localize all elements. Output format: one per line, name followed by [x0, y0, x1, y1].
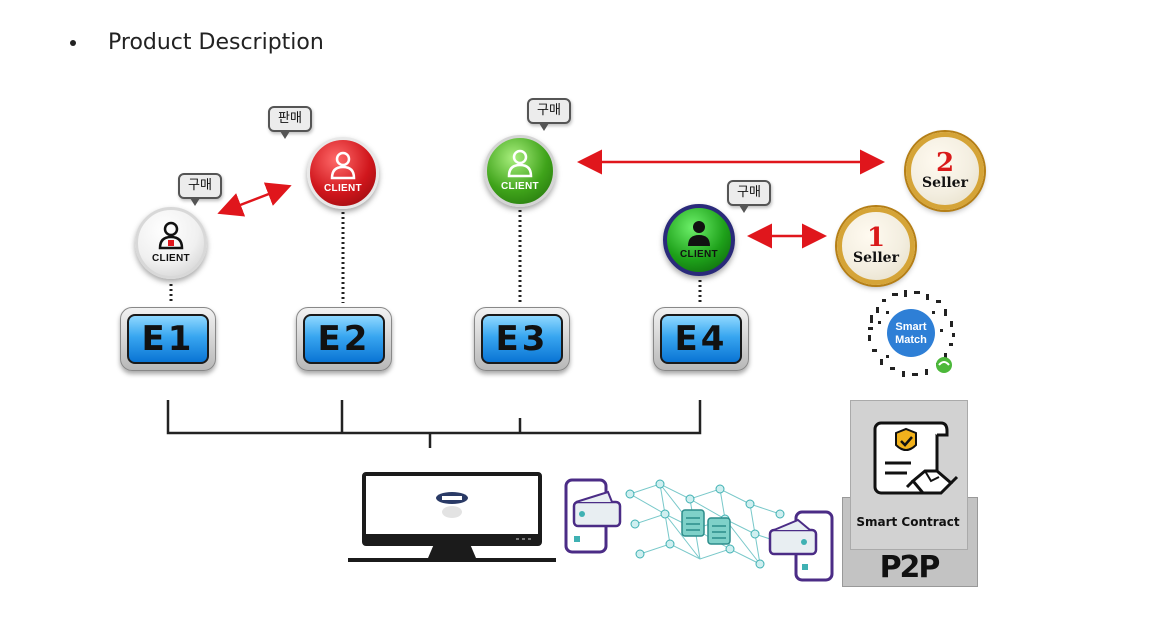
- bubble-client-b: 판매: [268, 106, 312, 139]
- contract-document-icon: [873, 421, 959, 495]
- smart-contract-label: Smart Contract: [856, 515, 960, 529]
- bubble-client-d: 구매: [727, 180, 771, 213]
- person-icon: [330, 151, 356, 180]
- exchange-e3-label: E3: [481, 314, 563, 364]
- exchange-e1-label: E1: [127, 314, 209, 364]
- smart-contract-card: [850, 400, 968, 550]
- page-title: Product Description: [108, 30, 324, 55]
- person-icon: [158, 221, 184, 250]
- exchange-e4: E4: [653, 307, 749, 371]
- client-a-label: CLIENT: [152, 253, 190, 264]
- exchange-e2-label: E2: [303, 314, 385, 364]
- page-heading: Product Description: [70, 30, 324, 55]
- person-icon: [507, 149, 533, 178]
- arrow-a-b: [217, 182, 292, 217]
- smart-match-line1: Smart: [895, 321, 927, 333]
- wallet-phone-right: [768, 510, 834, 582]
- seller-2-badge: 2 Seller: [906, 132, 984, 210]
- client-a-node: CLIENT: [135, 207, 207, 279]
- bubble-client-a: 구매: [178, 173, 222, 206]
- exchange-e2: E2: [296, 307, 392, 371]
- seller-2-text: Seller: [922, 175, 968, 191]
- client-c-node: CLIENT: [484, 135, 556, 207]
- p2p-label: P2P: [879, 550, 941, 585]
- exchange-e3: E3: [474, 307, 570, 371]
- client-b-node: CLIENT: [307, 137, 379, 209]
- smart-match-line2: Match: [895, 334, 927, 346]
- seller-1-number: 1: [866, 223, 886, 253]
- bracket-connector: [166, 400, 702, 448]
- wallet-phone-left: [564, 478, 622, 554]
- monitor-icon: [348, 472, 556, 562]
- bullet-icon: [70, 39, 76, 46]
- person-icon: [688, 221, 710, 246]
- client-c-label: CLIENT: [501, 181, 539, 192]
- seller-2-number: 2: [935, 148, 955, 178]
- client-d-label: CLIENT: [680, 249, 718, 260]
- seller-1-badge: 1 Seller: [837, 207, 915, 285]
- exchange-e1: E1: [120, 307, 216, 371]
- seller-1-text: Seller: [853, 250, 899, 266]
- exchange-e4-label: E4: [660, 314, 742, 364]
- bubble-client-c: 구매: [527, 98, 571, 131]
- client-d-node: CLIENT: [663, 204, 735, 276]
- blockchain-network-icon: [564, 478, 834, 582]
- smart-match-qr-icon: Smart Match: [868, 290, 955, 377]
- client-b-label: CLIENT: [324, 183, 362, 194]
